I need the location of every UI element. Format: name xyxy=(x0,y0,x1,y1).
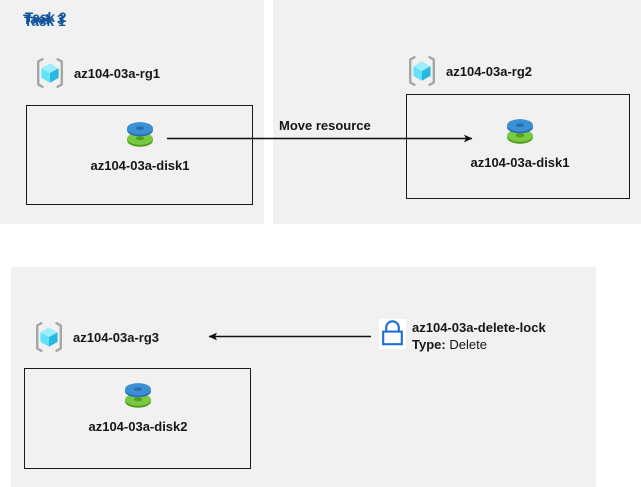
task-panel-3 xyxy=(11,267,596,487)
disk-node-2: az104-03a-disk1 xyxy=(460,110,580,170)
resource-group-label-1: az104-03a-rg1 xyxy=(74,65,160,81)
disk-label-1: az104-03a-disk1 xyxy=(90,158,190,173)
disk-node-3: az104-03a-disk2 xyxy=(78,374,198,434)
resource-group-node-2: az104-03a-rg2 xyxy=(405,54,532,88)
resource-lock-node: az104-03a-delete-lock Type: Delete xyxy=(379,319,546,354)
lock-type-key: Type: xyxy=(412,337,446,353)
resource-container-2 xyxy=(406,94,630,199)
move-resource-label: Move resource xyxy=(279,118,371,133)
resource-container-1 xyxy=(26,105,253,205)
task-1-title: Task 1 xyxy=(24,14,66,29)
managed-disk-icon xyxy=(127,122,153,147)
padlock-icon xyxy=(379,319,406,349)
lock-name: az104-03a-delete-lock xyxy=(412,320,546,335)
resource-group-label-2: az104-03a-rg2 xyxy=(446,63,532,79)
resource-group-node-3: az104-03a-rg3 xyxy=(32,320,159,354)
resource-group-icon xyxy=(36,322,62,352)
managed-disk-icon xyxy=(125,383,151,408)
task-2-title: Task 2 xyxy=(25,10,67,25)
task-panel-2 xyxy=(273,0,641,224)
lock-type-row: Type: Delete xyxy=(412,337,546,353)
task-panel-1 xyxy=(0,0,264,224)
resource-group-node-1: az104-03a-rg1 xyxy=(33,56,160,90)
disk-label-3: az104-03a-disk2 xyxy=(88,419,188,434)
managed-disk-icon xyxy=(507,119,533,144)
resource-group-icon xyxy=(37,58,63,88)
lock-type-value: Delete xyxy=(449,337,487,353)
disk-label-2: az104-03a-disk1 xyxy=(470,155,570,170)
lock-text-block: az104-03a-delete-lock Type: Delete xyxy=(412,319,546,354)
disk-node-1: az104-03a-disk1 xyxy=(80,113,200,173)
resource-group-label-3: az104-03a-rg3 xyxy=(73,329,159,345)
resource-group-icon xyxy=(409,56,435,86)
resource-container-3 xyxy=(24,368,251,469)
task-3-title: Task 3 xyxy=(23,12,65,27)
